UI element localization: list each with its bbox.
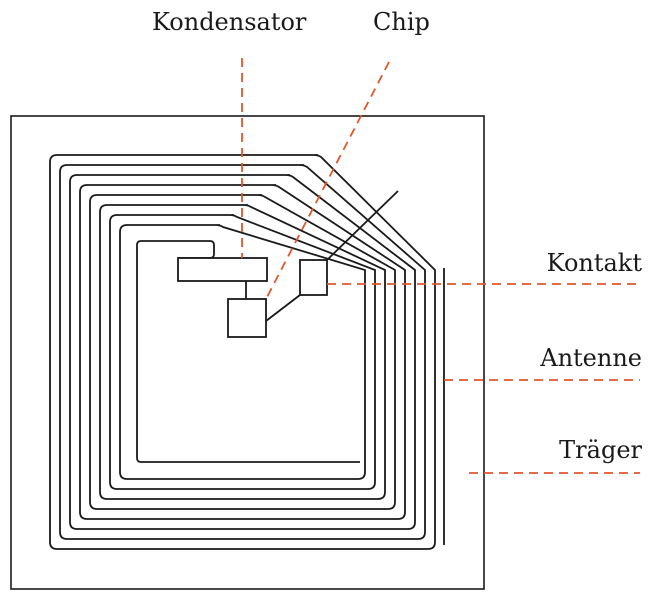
label-kondensator: Kondensator — [152, 8, 307, 36]
coil-turn — [69, 174, 416, 530]
coil-turn — [49, 154, 436, 550]
antenna-coil — [49, 154, 436, 550]
coil-turn — [79, 184, 406, 520]
coil-turn — [119, 224, 366, 480]
capacitor — [177, 257, 268, 282]
label-antenne: Antenne — [540, 344, 642, 372]
label-chip: Chip — [373, 8, 430, 36]
leader-lines — [241, 58, 640, 474]
coil-turn — [109, 214, 376, 490]
coil-turn — [99, 204, 386, 500]
chip-contact-wire — [265, 294, 301, 322]
chip — [227, 298, 267, 338]
antenna-inner-lead — [136, 240, 360, 463]
coil-turn — [89, 194, 396, 510]
bridge-wire — [326, 190, 399, 261]
label-kontakt: Kontakt — [546, 249, 642, 277]
coil-turn — [59, 164, 426, 540]
contact-pad — [299, 259, 328, 296]
label-traeger: Träger — [559, 436, 642, 464]
carrier-substrate — [10, 115, 485, 590]
